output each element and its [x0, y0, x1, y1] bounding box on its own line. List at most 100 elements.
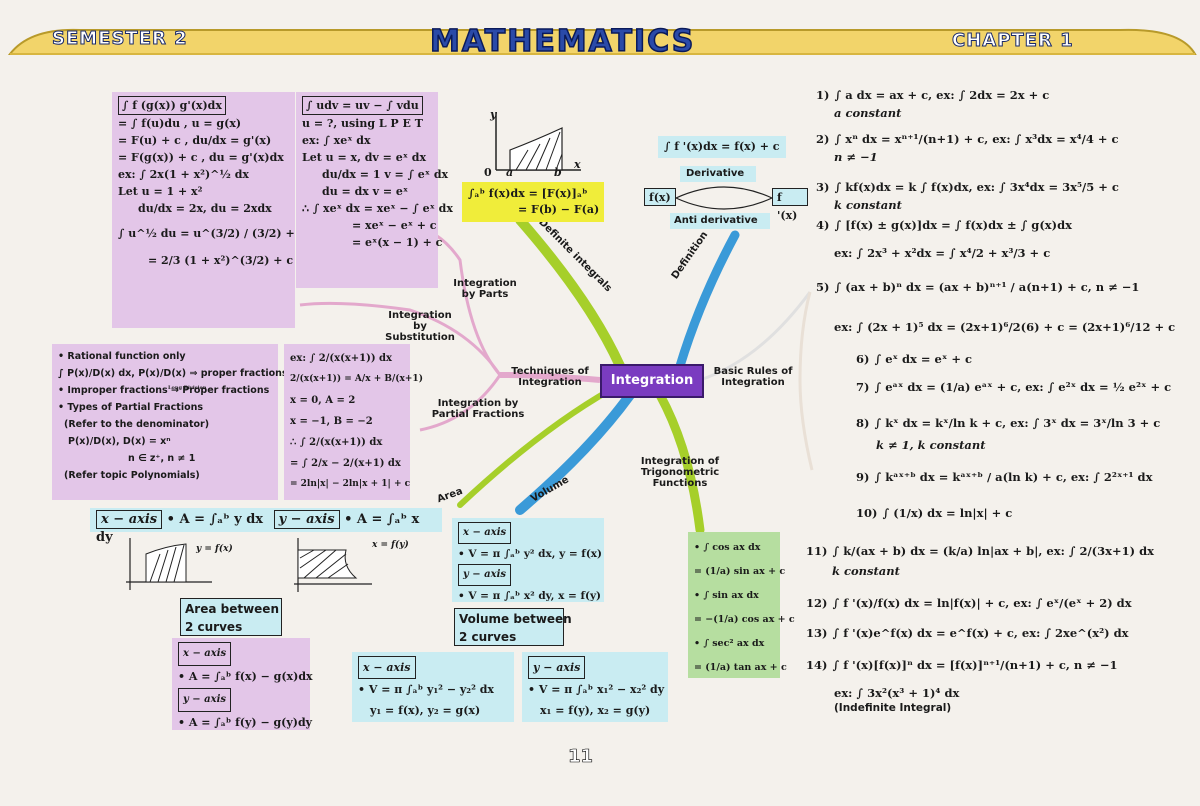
trig-line-5: • ∫ sec² ax dx: [694, 638, 765, 649]
parts-line-2: u = ?, using L P E T: [302, 117, 423, 130]
volume-y-formula: • V = π ∫ₐᵇ x² dy, x = f(y): [458, 590, 602, 602]
area-x-graph: [126, 538, 212, 590]
rule-7: 7) ∫ eᵃˣ dx = (1/a) eᵃˣ + c, ex: ∫ e²ˣ d…: [856, 380, 1172, 394]
partial-ex-2: 2/(x(x+1)) = A/x + B/(x+1): [290, 374, 423, 384]
rule-14: 14) ∫ f '(x)[f(x)]ⁿ dx = [f(x)]ⁿ⁺¹/(n+1)…: [806, 658, 1118, 672]
rule-5-text: ∫ (ax + b)ⁿ dx = (ax + b)ⁿ⁺¹ / a(n+1) + …: [834, 280, 1140, 294]
sub-line-6: Let u = 1 + x²: [118, 185, 203, 198]
volume-x-formula: • V = π ∫ₐᵇ y² dx, y = f(x): [458, 548, 603, 560]
volume-between-y-tag: y − axis: [528, 656, 586, 679]
trig-line-6: = (1/a) tan ax + c: [694, 662, 787, 673]
partial-info-1: • Rational function only: [58, 351, 186, 362]
rule-2: 2) ∫ xⁿ dx = xⁿ⁺¹/(n+1) + c, ex: ∫ x³dx …: [816, 132, 1119, 146]
partial-info-8: (Refer topic Polynomials): [64, 470, 200, 481]
rule-1-note: a constant: [834, 106, 902, 120]
trig-line-2: = (1/a) sin ax + c: [694, 566, 786, 577]
area-y-axis-tag: y − axis: [273, 510, 340, 529]
rule-8: 8) ∫ kˣ dx = kˣ/ln k + c, ex: ∫ 3ˣ dx = …: [856, 416, 1161, 430]
branch-by-partial: Integration by Partial Fractions: [431, 398, 525, 420]
area-between-box: x − axis • A = ∫ₐᵇ f(x) − g(x)dx y − axi…: [172, 638, 313, 730]
definition-formula: ∫ f '(x)dx = f(x) + c: [658, 136, 786, 158]
sub-line-3: = F(u) + c , du/dx = g'(x): [118, 134, 272, 147]
sub-line-1: ∫ f (g(x)) g'(x)dx: [118, 96, 226, 115]
sub-line-7: du/dx = 2x, du = 2xdx: [138, 202, 272, 215]
parts-line-7: ∴ ∫ xeˣ dx = xeˣ − ∫ eˣ dx: [302, 202, 453, 215]
rule-11-note: k constant: [832, 564, 900, 578]
branch-by-substitution: Integration by Substitution: [385, 310, 455, 343]
volume-y-tag: y − axis: [458, 564, 512, 586]
partial-info-4: • Types of Partial Fractions: [58, 402, 204, 413]
rule-6-text: ∫ eˣ dx = eˣ + c: [874, 352, 972, 366]
volume-between-x-formula: • V = π ∫ₐᵇ y₁² − y₂² dx: [358, 683, 494, 696]
area-between-x-formula: • A = ∫ₐᵇ f(x) − g(x)dx: [178, 670, 313, 683]
rule-13: 13) ∫ f '(x)e^f(x) dx = e^f(x) + c, ex: …: [806, 626, 1129, 640]
definite-formula-1: ∫ₐᵇ f(x)dx = [F(x)]ₐᵇ: [468, 187, 588, 200]
parts-box: ∫ udv = uv − ∫ vdu u = ?, using L P E T …: [296, 92, 453, 288]
definite-graph: [495, 112, 581, 171]
partial-info-7: n ∈ z⁺, n ≠ 1: [128, 453, 196, 464]
volume-y-box: y − axis • V = π ∫ₐᵇ x₁² − x₂² dy x₁ = f…: [522, 652, 668, 722]
branch-techniques: Techniques of Integration: [511, 366, 589, 388]
sub-line-4: = F(g(x)) + c , du = g'(x)dx: [118, 151, 284, 164]
definite-formula-2: = F(b) − F(a): [518, 203, 600, 216]
area-x-eq-fy: x = f(y): [372, 540, 409, 550]
volume-x-box: x − axis • V = π ∫ₐᵇ y₁² − y₂² dx y₁ = f…: [352, 652, 514, 722]
rule-4-text: ∫ [f(x) ± g(x)]dx = ∫ f(x)dx ± ∫ g(x)dx: [834, 218, 1072, 232]
area-between-title-2: 2 curves: [185, 620, 243, 634]
rule-3-note: k constant: [834, 198, 902, 212]
area-x-axis-tag: x − axis: [96, 510, 163, 529]
anti-derivative-label: Anti derivative: [670, 213, 770, 229]
area-y-graph: [294, 538, 372, 592]
rule-14-note: (Indefinite Integral): [834, 702, 952, 714]
header-band: [7, 28, 1197, 55]
volume-x-tag: x − axis: [458, 522, 512, 544]
definition-cycle: [675, 186, 773, 210]
long-division-label: Long Division: [168, 385, 207, 391]
volume-between-y-formula: • V = π ∫ₐᵇ x₁² − x₂² dy: [528, 683, 665, 696]
rule-2-note: n ≠ −1: [834, 150, 878, 164]
substitution-box: ∫ f (g(x)) g'(x)dx = ∫ f(u)du , u = g(x)…: [112, 92, 306, 328]
trig-line-3: • ∫ sin ax dx: [694, 590, 759, 601]
parts-line-9: = eˣ(x − 1) + c: [352, 236, 443, 249]
partial-info-5: (Refer to the denominator): [64, 419, 210, 430]
branch-basic-rules: Basic Rules of Integration: [713, 366, 793, 388]
partial-ex-1: ex: ∫ 2/(x(x+1)) dx: [290, 353, 393, 364]
derivative-label: Derivative: [680, 166, 756, 182]
volume-between-title-2: 2 curves: [459, 630, 517, 644]
def-b: b: [554, 166, 562, 179]
rule-5-ex: ex: ∫ (2x + 1)⁵ dx = (2x+1)⁶/2(6) + c = …: [834, 316, 1175, 335]
semester-label: SEMESTER 2: [52, 28, 188, 50]
fx-node: f(x): [644, 188, 676, 206]
sub-line-9: = 2/3 (1 + x²)^(3/2) + c: [148, 254, 294, 267]
rule-9: 9) ∫ kᵃˣ⁺ᵇ dx = kᵃˣ⁺ᵇ / a(ln k) + c, ex:…: [856, 470, 1153, 484]
rule-14-text: ∫ f '(x)[f(x)]ⁿ dx = [f(x)]ⁿ⁺¹/(n+1) + c…: [832, 658, 1118, 672]
sub-line-8: ∫ u^½ du = u^(3/2) / (3/2) + c: [118, 227, 306, 240]
rule-10: 10) ∫ (1/x) dx = ln|x| + c: [856, 506, 1013, 520]
rule-5: 5) ∫ (ax + b)ⁿ dx = (ax + b)ⁿ⁺¹ / a(n+1)…: [816, 280, 1140, 294]
area-y-eq-fx: y = f(x): [196, 544, 233, 554]
area-y-formula: • A = ∫ₐᵇ x dy: [96, 512, 420, 545]
rule-6: 6) ∫ eˣ dx = eˣ + c: [856, 352, 972, 366]
area-between-x-tag: x − axis: [178, 642, 232, 666]
volume-box: x − axis • V = π ∫ₐᵇ y² dx, y = f(x) y −…: [452, 518, 604, 602]
rule-12-text: ∫ f '(x)/f(x) dx = ln|f(x)| + c, ex: ∫ e…: [832, 596, 1132, 610]
rule-4-ex-text: ex: ∫ 2x³ + x²dx = ∫ x⁴/2 + x³/3 + c: [834, 246, 1051, 260]
definite-formula-box: ∫ₐᵇ f(x)dx = [F(x)]ₐᵇ = F(b) − F(a): [462, 182, 604, 222]
trig-line-1: • ∫ cos ax dx: [694, 542, 761, 553]
area-main-strip: x − axis • A = ∫ₐᵇ y dx y − axis • A = ∫…: [90, 508, 442, 545]
parts-line-5: du/dx = 1 v = ∫ eˣ dx: [322, 168, 449, 181]
trig-line-4: = −(1/a) cos ax + c: [694, 614, 795, 625]
partial-ex-7: = 2ln|x| − 2ln|x + 1| + c: [290, 479, 411, 489]
rule-9-text: ∫ kᵃˣ⁺ᵇ dx = kᵃˣ⁺ᵇ / a(ln k) + c, ex: ∫ …: [874, 470, 1153, 484]
volume-between-x-tag: x − axis: [358, 656, 416, 679]
trig-box: • ∫ cos ax dx = (1/a) sin ax + c • ∫ sin…: [688, 532, 795, 678]
branch-by-parts: Integration by Parts: [453, 278, 517, 300]
sub-line-2: = ∫ f(u)du , u = g(x): [118, 117, 242, 130]
partial-info-box: • Rational function only ∫ P(x)/D(x) dx,…: [52, 344, 288, 500]
rule-2-text: ∫ xⁿ dx = xⁿ⁺¹/(n+1) + c, ex: ∫ x³dx = x…: [834, 132, 1119, 146]
rule-13-text: ∫ f '(x)e^f(x) dx = e^f(x) + c, ex: ∫ 2x…: [832, 626, 1129, 640]
parts-line-4: Let u = x, dv = eˣ dx: [302, 151, 426, 164]
rule-14-ex-text: ex: ∫ 3x²(x³ + 1)⁴ dx: [834, 686, 960, 700]
partial-ex-6: = ∫ 2/x − 2/(x+1) dx: [290, 458, 401, 469]
